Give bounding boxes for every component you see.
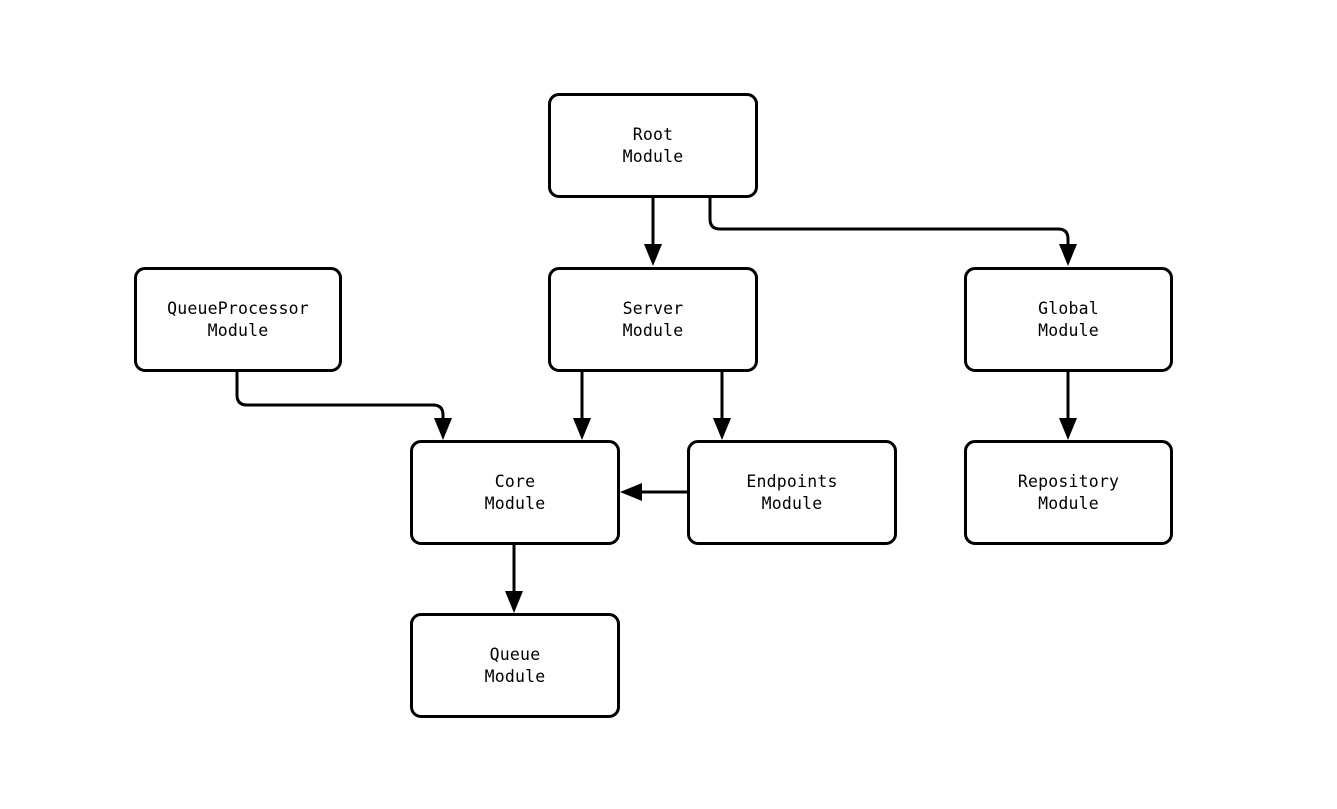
node-endpoints-module[interactable]: Endpoints Module xyxy=(687,440,897,545)
edge-queueprocessor-to-core-line xyxy=(235,372,445,418)
node-repository-module[interactable]: Repository Module xyxy=(964,440,1173,545)
edge-endpoints-to-core xyxy=(620,483,687,501)
edge-queueprocessor-to-core-arrowhead xyxy=(434,418,452,440)
edge-global-to-repository-arrowhead xyxy=(1059,418,1077,440)
node-root-module[interactable]: Root Module xyxy=(548,93,758,198)
node-root-module-label-line1: Root xyxy=(632,124,674,144)
edge-root-to-server xyxy=(644,198,662,266)
node-repository-module-label-line1: Repository xyxy=(1017,471,1120,491)
node-queue-module-label-line1: Queue xyxy=(489,644,541,664)
node-queueprocessor-module-label-line1: QueueProcessor xyxy=(167,298,309,318)
node-core-module-label-line2: Module xyxy=(484,493,546,513)
node-global-module-label-line1: Global xyxy=(1038,298,1099,318)
edge-server-to-core xyxy=(573,372,591,440)
edge-core-to-queue-arrowhead xyxy=(505,591,523,613)
node-queueprocessor-module[interactable]: QueueProcessor Module xyxy=(134,267,342,372)
node-global-module[interactable]: Global Module xyxy=(964,267,1173,372)
node-endpoints-module-label-line1: Endpoints xyxy=(746,471,838,491)
node-root-module-label-line2: Module xyxy=(622,146,684,166)
edge-endpoints-to-core-arrowhead xyxy=(620,483,642,501)
edge-server-to-endpoints xyxy=(713,372,731,440)
edge-queueprocessor-to-core xyxy=(235,372,452,440)
node-queue-module[interactable]: Queue Module xyxy=(410,613,620,718)
edge-server-to-endpoints-arrowhead xyxy=(713,418,731,440)
node-server-module-label-line1: Server xyxy=(622,298,684,318)
edge-server-to-core-arrowhead xyxy=(573,418,591,440)
node-core-module-label-line1: Core xyxy=(494,471,536,491)
node-core-module[interactable]: Core Module xyxy=(410,440,620,545)
node-queue-module-label-line2: Module xyxy=(484,666,546,686)
node-global-module-label-line2: Module xyxy=(1038,320,1099,340)
node-endpoints-module-label-line2: Module xyxy=(761,493,823,513)
node-repository-module-label-line2: Module xyxy=(1038,493,1099,513)
edge-root-to-global-arrowhead xyxy=(1059,244,1077,266)
edge-core-to-queue xyxy=(505,545,523,613)
edge-global-to-repository xyxy=(1059,372,1077,440)
node-server-module[interactable]: Server Module xyxy=(548,267,758,372)
edge-root-to-global-line xyxy=(708,198,1070,244)
edge-root-to-global xyxy=(708,198,1077,266)
edge-root-to-server-arrowhead xyxy=(644,244,662,266)
node-server-module-label-line2: Module xyxy=(622,320,684,340)
node-queueprocessor-module-label-line2: Module xyxy=(207,320,269,340)
